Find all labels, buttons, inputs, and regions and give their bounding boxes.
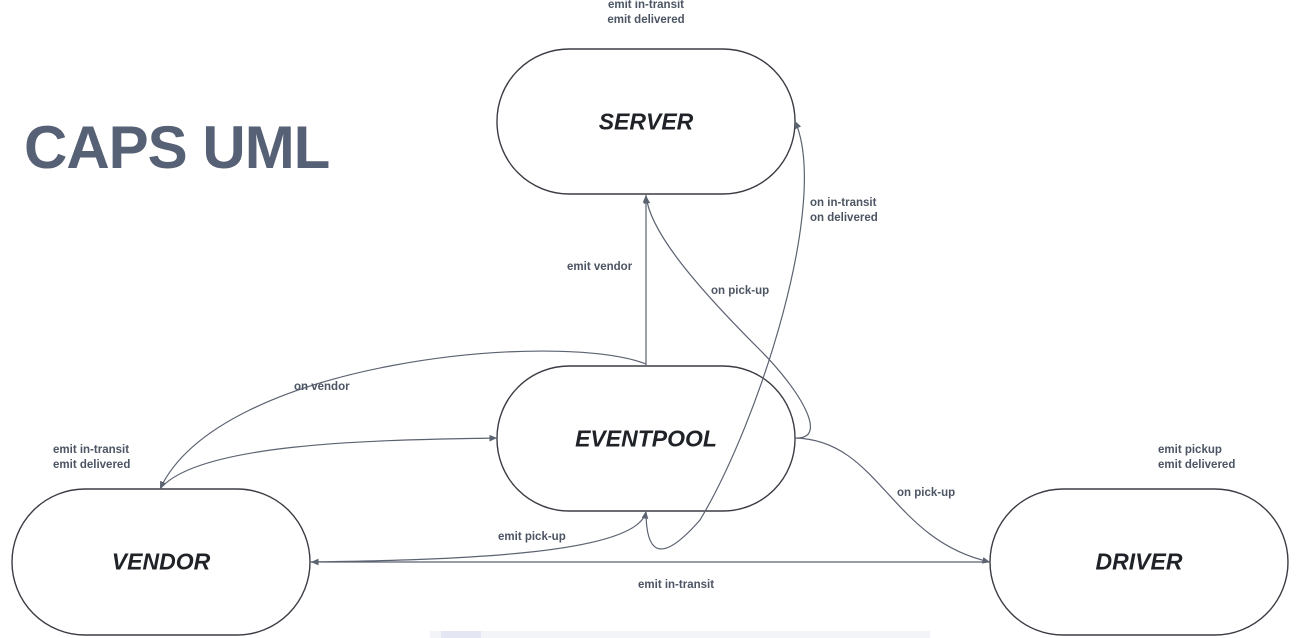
edge-on-pickup-server bbox=[643, 195, 812, 439]
server-label: SERVER bbox=[598, 108, 694, 135]
edge-label-emit-in-transit: emit in-transit bbox=[638, 579, 715, 591]
vendor-label: VENDOR bbox=[111, 548, 211, 575]
edge-label-on-vendor: on vendor bbox=[294, 381, 350, 393]
driver-label: DRIVER bbox=[1095, 548, 1183, 575]
edge-vendor-eventpool bbox=[159, 434, 498, 490]
eventpool-label: EVENTPOOL bbox=[575, 425, 717, 452]
vendor-emits-note: emit in-transit emit delivered bbox=[53, 444, 131, 471]
server-emits-note: emit in-transit emit delivered bbox=[607, 0, 685, 26]
edge-emit-pickup bbox=[309, 510, 649, 563]
edge-on-in-transit bbox=[645, 120, 805, 550]
edge-label-emit-pickup: emit pick-up bbox=[498, 531, 566, 543]
edge-on-pickup-driver bbox=[794, 437, 991, 564]
bottom-toolbar-edge bbox=[430, 631, 930, 638]
page-title: CAPS UML bbox=[24, 114, 330, 181]
edge-label-on-pickup-driver: on pick-up bbox=[897, 487, 956, 499]
edge-on-vendor bbox=[159, 350, 647, 490]
server-listens-note: on in-transit on delivered bbox=[810, 197, 878, 224]
toolbar-item[interactable] bbox=[441, 631, 481, 638]
driver-emits-note: emit pickup emit delivered bbox=[1158, 444, 1236, 471]
edge-label-emit-vendor: emit vendor bbox=[567, 261, 633, 273]
edge-label-on-pickup-server: on pick-up bbox=[711, 285, 770, 297]
